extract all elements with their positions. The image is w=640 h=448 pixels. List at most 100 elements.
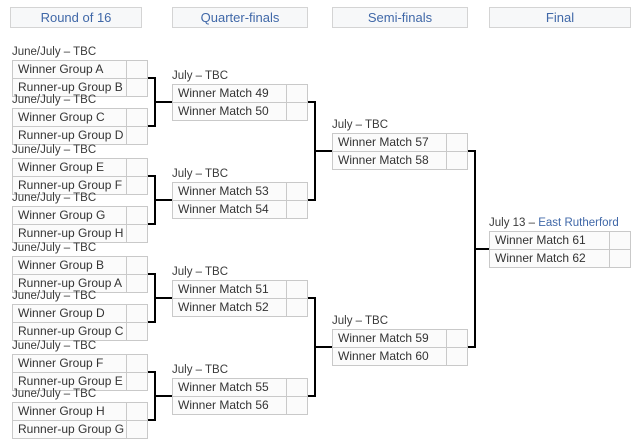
score-cell bbox=[126, 177, 147, 194]
team-name: Runner-up Group G bbox=[18, 422, 125, 436]
score-cell bbox=[286, 299, 307, 316]
team-row: Runner-up Group B bbox=[13, 78, 147, 96]
match-table: Winner Group D Runner-up Group C bbox=[12, 304, 148, 341]
team-name: Runner-up Group E bbox=[18, 374, 123, 388]
team-row: Runner-up Group H bbox=[13, 224, 147, 242]
team-row: Winner Group A bbox=[13, 61, 147, 78]
score-cell bbox=[126, 61, 147, 78]
match-date: July – TBC bbox=[332, 315, 389, 327]
score-cell bbox=[126, 109, 147, 126]
match-table: Winner Group E Runner-up Group F bbox=[12, 158, 148, 195]
match-r16-4: June/July – TBC Winner Group G Runner-up… bbox=[12, 192, 148, 243]
bracket-connector-stub bbox=[154, 101, 172, 103]
team-name: Winner Group C bbox=[18, 110, 105, 124]
score-cell bbox=[609, 232, 630, 249]
score-cell bbox=[126, 355, 147, 372]
match-date: June/July – TBC bbox=[12, 144, 97, 156]
team-row: Winner Group B bbox=[13, 257, 147, 274]
match-r16-8: June/July – TBC Winner Group H Runner-up… bbox=[12, 388, 148, 439]
match-date: July 13 – East Rutherford bbox=[489, 217, 631, 231]
team-row: Runner-up Group G bbox=[13, 420, 147, 438]
match-table: Winner Group A Runner-up Group B bbox=[12, 60, 148, 97]
team-name: Winner Group F bbox=[18, 356, 104, 370]
score-cell bbox=[126, 79, 147, 96]
team-name: Winner Match 49 bbox=[178, 86, 269, 100]
venue-link[interactable]: East Rutherford bbox=[538, 217, 619, 229]
score-cell bbox=[286, 379, 307, 396]
team-name: Runner-up Group A bbox=[18, 276, 123, 290]
final-date: July 13 – bbox=[489, 217, 536, 229]
team-name: Winner Group D bbox=[18, 306, 105, 320]
match-table: Winner Match 51 Winner Match 52 bbox=[172, 280, 308, 317]
match-table: Winner Group F Runner-up Group E bbox=[12, 354, 148, 391]
team-name: Runner-up Group H bbox=[18, 226, 124, 240]
round-header-semi-finals: Semi-finals bbox=[332, 7, 468, 28]
match-date: June/July – TBC bbox=[12, 340, 97, 352]
team-row: Runner-up Group D bbox=[13, 126, 147, 144]
score-cell bbox=[446, 348, 467, 365]
match-date: July – TBC bbox=[172, 70, 229, 82]
team-row: Winner Match 53 bbox=[173, 183, 307, 200]
team-row: Winner Group G bbox=[13, 207, 147, 224]
score-cell bbox=[126, 159, 147, 176]
bracket-connector-stub bbox=[154, 199, 172, 201]
team-name: Winner Match 57 bbox=[338, 135, 429, 149]
match-r16-2: June/July – TBC Winner Group C Runner-up… bbox=[12, 94, 148, 145]
match-date: July – TBC bbox=[332, 119, 389, 131]
team-name: Winner Match 59 bbox=[338, 331, 429, 345]
score-cell bbox=[286, 397, 307, 414]
team-row: Winner Match 56 bbox=[173, 396, 307, 414]
score-cell bbox=[446, 330, 467, 347]
match-qf-1: July – TBC Winner Match 49 Winner Match … bbox=[172, 70, 308, 121]
team-name: Winner Match 50 bbox=[178, 104, 269, 118]
team-row: Winner Match 58 bbox=[333, 151, 467, 169]
bracket-connector-stub bbox=[314, 346, 332, 348]
team-name: Runner-up Group F bbox=[18, 178, 123, 192]
team-name: Winner Match 52 bbox=[178, 300, 269, 314]
match-sf-2: July – TBC Winner Match 59 Winner Match … bbox=[332, 315, 468, 366]
team-row: Winner Match 60 bbox=[333, 347, 467, 365]
score-cell bbox=[126, 127, 147, 144]
team-row: Winner Group F bbox=[13, 355, 147, 372]
team-row: Winner Group D bbox=[13, 305, 147, 322]
match-date: June/July – TBC bbox=[12, 46, 97, 58]
team-name: Winner Match 53 bbox=[178, 184, 269, 198]
score-cell bbox=[126, 257, 147, 274]
team-name: Runner-up Group D bbox=[18, 128, 124, 142]
team-row: Winner Match 61 bbox=[490, 232, 630, 249]
match-r16-1: June/July – TBC Winner Group A Runner-up… bbox=[12, 46, 148, 97]
bracket-connector-stub bbox=[314, 150, 332, 152]
match-table: Winner Match 49 Winner Match 50 bbox=[172, 84, 308, 121]
match-sf-1: July – TBC Winner Match 57 Winner Match … bbox=[332, 119, 468, 170]
match-date: June/July – TBC bbox=[12, 192, 97, 204]
team-row: Winner Match 54 bbox=[173, 200, 307, 218]
team-name: Winner Match 51 bbox=[178, 282, 269, 296]
score-cell bbox=[286, 103, 307, 120]
team-row: Winner Match 49 bbox=[173, 85, 307, 102]
team-row: Winner Match 59 bbox=[333, 330, 467, 347]
team-name: Winner Match 55 bbox=[178, 380, 269, 394]
score-cell bbox=[126, 403, 147, 420]
match-date: July – TBC bbox=[172, 168, 229, 180]
team-row: Runner-up Group C bbox=[13, 322, 147, 340]
match-qf-2: July – TBC Winner Match 53 Winner Match … bbox=[172, 168, 308, 219]
match-table: Winner Match 59 Winner Match 60 bbox=[332, 329, 468, 366]
team-name: Winner Group H bbox=[18, 404, 105, 418]
score-cell bbox=[446, 152, 467, 169]
team-name: Winner Match 54 bbox=[178, 202, 269, 216]
score-cell bbox=[126, 323, 147, 340]
match-qf-3: July – TBC Winner Match 51 Winner Match … bbox=[172, 266, 308, 317]
match-date: June/July – TBC bbox=[12, 388, 97, 400]
team-row: Winner Match 57 bbox=[333, 134, 467, 151]
round-header-final: Final bbox=[489, 7, 631, 28]
team-row: Runner-up Group A bbox=[13, 274, 147, 292]
match-table: Winner Group H Runner-up Group G bbox=[12, 402, 148, 439]
match-table: Winner Match 53 Winner Match 54 bbox=[172, 182, 308, 219]
score-cell bbox=[126, 207, 147, 224]
score-cell bbox=[286, 183, 307, 200]
team-row: Runner-up Group E bbox=[13, 372, 147, 390]
score-cell bbox=[126, 305, 147, 322]
score-cell bbox=[126, 225, 147, 242]
round-header-round-of-16: Round of 16 bbox=[10, 7, 142, 28]
match-table: Winner Match 55 Winner Match 56 bbox=[172, 378, 308, 415]
